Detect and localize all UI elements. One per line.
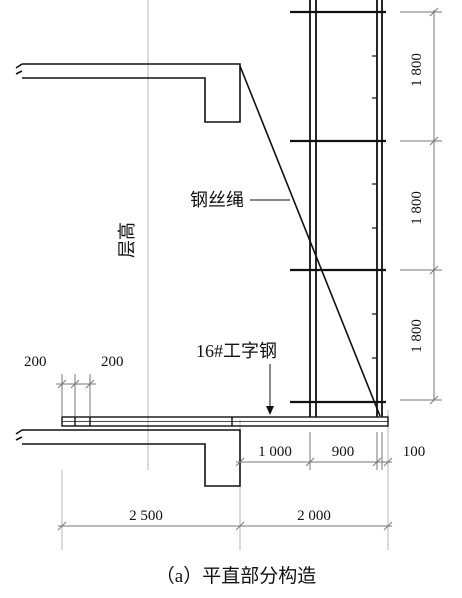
i-beam-label: 16#工字钢 (196, 341, 277, 361)
vertical-dimension-1: 1 800 (409, 53, 425, 87)
floor-height-label: 层高 (117, 222, 137, 258)
span-dimension-1000: 1 000 (258, 444, 292, 460)
vertical-dimension-3: 1 800 (409, 319, 425, 353)
offset-dimension-2: 200 (101, 354, 124, 370)
lower-floor-slab (15, 429, 241, 487)
scaffold-ledgers (290, 10, 386, 404)
wire-rope-label: 钢丝绳 (190, 190, 244, 210)
vertical-dimension-2: 1 800 (409, 191, 425, 225)
wire-rope (239, 65, 381, 417)
lower-horizontal-dimension-line (57, 521, 393, 531)
vertical-dimension-line (400, 7, 442, 405)
span-dimension-2500: 2 500 (129, 508, 163, 524)
figure-caption: （a）平直部分构造 (156, 565, 316, 587)
i-beam (61, 416, 389, 427)
guide-lines (61, 0, 389, 550)
scaffold-ties (372, 55, 377, 359)
span-dimension-2000: 2 000 (297, 508, 331, 524)
i-beam-leader-arrow (266, 406, 274, 415)
upper-horizontal-dimension-line (235, 432, 393, 470)
scaffold-standards (309, 0, 383, 417)
span-dimension-100: 100 (403, 444, 426, 460)
upper-floor-slab (15, 63, 241, 123)
offset-dimension-line (56, 374, 96, 416)
span-dimension-900: 900 (332, 444, 355, 460)
offset-dimension-1: 200 (24, 354, 47, 370)
